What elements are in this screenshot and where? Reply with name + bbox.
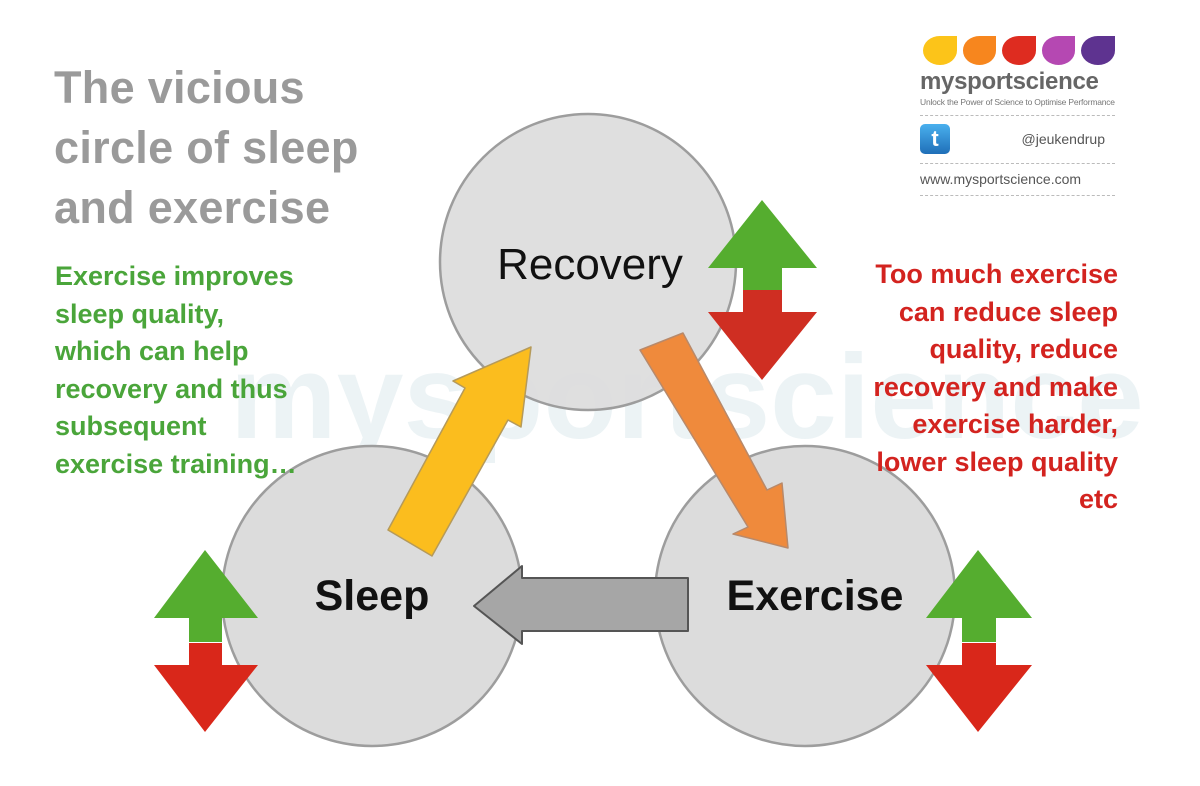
drop-icon <box>1081 36 1115 65</box>
drop-icon <box>1002 36 1036 65</box>
exercise-up-down-indicator-icon <box>926 550 1032 732</box>
drop-icon <box>923 36 957 65</box>
twitter-row[interactable]: t @jeukendrup <box>920 123 1115 155</box>
note-line: recovery and make <box>873 371 1118 402</box>
note-line: can reduce sleep <box>898 296 1118 327</box>
brand-tagline: Unlock the Power of Science to Optimise … <box>920 97 1115 107</box>
twitter-icon[interactable]: t <box>920 124 950 154</box>
page-title: The vicious circle of sleep and exercise <box>54 58 414 238</box>
divider <box>920 115 1115 117</box>
divider <box>920 195 1115 197</box>
note-line: exercise training… <box>55 448 297 479</box>
sleep-to-recovery-arrow-icon <box>387 346 532 557</box>
title-line: The vicious <box>54 62 305 113</box>
sleep-label: Sleep <box>314 572 430 620</box>
note-line: etc <box>1078 484 1118 514</box>
title-line: and exercise <box>54 182 331 233</box>
recovery-label: Recovery <box>497 240 683 289</box>
divider <box>920 163 1115 165</box>
title-line: circle of sleep <box>54 122 359 173</box>
drop-icon <box>962 36 997 65</box>
brand-logo-panel: mysportscience Unlock the Power of Scien… <box>920 36 1115 203</box>
note-line: Exercise improves <box>55 261 294 291</box>
brand-drops-icon <box>923 36 1115 65</box>
positive-effect-note: Exercise improves sleep quality, which c… <box>55 258 375 483</box>
brand-name: mysportscience <box>920 68 1099 95</box>
negative-effect-note: Too much exercise can reduce sleep quali… <box>818 256 1118 519</box>
drop-icon <box>1041 36 1076 65</box>
note-line: Too much exercise <box>875 259 1118 289</box>
note-line: sleep quality, <box>55 298 225 329</box>
recovery-to-exercise-arrow-icon <box>639 332 789 549</box>
note-line: quality, reduce <box>929 334 1118 364</box>
note-line: lower sleep quality <box>876 446 1118 477</box>
sleep-up-down-indicator-icon <box>154 550 258 732</box>
note-line: recovery and thus <box>55 373 288 404</box>
note-line: which can help <box>55 336 249 366</box>
website-link[interactable]: www.mysportscience.com <box>920 171 1082 187</box>
exercise-to-sleep-arrow-icon <box>473 565 689 645</box>
twitter-handle[interactable]: @jeukendrup <box>1021 131 1106 147</box>
exercise-label: Exercise <box>726 572 904 620</box>
recovery-up-down-indicator-icon <box>708 200 817 380</box>
note-line: subsequent <box>55 411 207 441</box>
note-line: exercise harder, <box>912 409 1118 439</box>
